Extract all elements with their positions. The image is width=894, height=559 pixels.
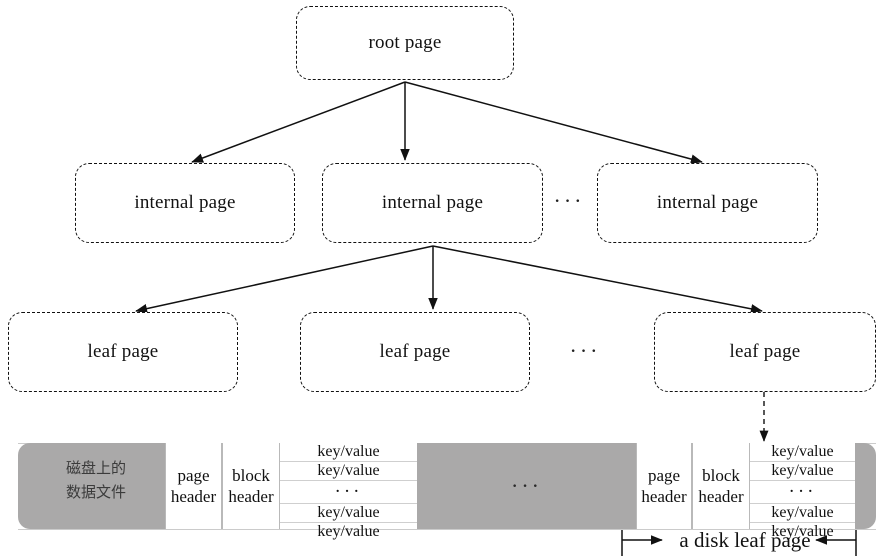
disk-band-gap-ellipsis: ···: [511, 473, 542, 498]
kv-row-ellipsis: ···: [280, 481, 417, 504]
disk-band-right-cap: [855, 443, 876, 529]
node-internal-page-3[interactable]: internal page: [597, 163, 818, 243]
kv-row: key/value: [280, 504, 417, 523]
band-bottom-rule: [18, 529, 876, 530]
internal-to-leaf-edges: [135, 245, 763, 314]
page-header-cell-right[interactable]: page header: [636, 443, 692, 529]
internal-page-label: internal page: [656, 192, 759, 213]
disk-file-gray-block: [18, 443, 165, 529]
page-header-line1: page: [647, 466, 681, 485]
kv-row: key/value: [750, 443, 855, 462]
block-header-cell-right[interactable]: block header: [692, 443, 750, 529]
root-page-label: root page: [368, 32, 442, 53]
kv-row: key/value: [750, 462, 855, 481]
kv-column-right: key/value key/value ··· key/value key/va…: [750, 443, 855, 540]
disk-leaf-page-dimension-label: a disk leaf page: [679, 527, 811, 552]
kv-column-left: key/value key/value ··· key/value key/va…: [280, 443, 417, 540]
node-leaf-page-1[interactable]: leaf page: [8, 312, 238, 392]
leaf-page-label: leaf page: [87, 341, 159, 362]
disk-file-label-line1: 磁盘上的: [65, 459, 126, 477]
disk-band-gap: [417, 443, 636, 529]
node-leaf-page-2[interactable]: leaf page: [300, 312, 530, 392]
disk-data-file-band: 磁盘上的 数据文件 page header block header key/v…: [18, 443, 876, 540]
leaf-level-ellipsis: ···: [569, 338, 601, 363]
internal-page-label: internal page: [381, 192, 484, 213]
page-header-line2: header: [641, 487, 687, 506]
page-header-line2: header: [170, 487, 217, 506]
block-header-line1: block: [232, 466, 270, 485]
internal-level-ellipsis: ···: [553, 188, 585, 213]
block-header-line2: header: [228, 487, 274, 506]
kv-row: key/value: [280, 443, 417, 462]
node-internal-page-1[interactable]: internal page: [75, 163, 295, 243]
node-internal-page-2[interactable]: internal page: [322, 163, 543, 243]
kv-row: key/value: [280, 462, 417, 481]
disk-file-label-line2: 数据文件: [65, 483, 126, 501]
root-to-internal-edges: [191, 81, 703, 164]
kv-row: key/value: [317, 523, 380, 540]
block-header-line1: block: [702, 466, 740, 485]
page-header-cell-left[interactable]: page header: [165, 443, 222, 529]
kv-row: key/value: [750, 504, 855, 523]
node-root-page[interactable]: root page: [296, 6, 514, 80]
leaf-page-label: leaf page: [379, 341, 451, 362]
leaf-page-label: leaf page: [729, 341, 801, 362]
block-header-cell-left[interactable]: block header: [222, 443, 280, 529]
kv-row-ellipsis: ···: [750, 481, 855, 504]
kv-row: key/value: [771, 523, 834, 540]
node-leaf-page-3[interactable]: leaf page: [654, 312, 876, 392]
block-header-line2: header: [698, 487, 744, 506]
internal-page-label: internal page: [134, 192, 236, 213]
page-header-line1: page: [177, 466, 210, 485]
disk-file-label: 磁盘上的 数据文件: [36, 456, 156, 504]
